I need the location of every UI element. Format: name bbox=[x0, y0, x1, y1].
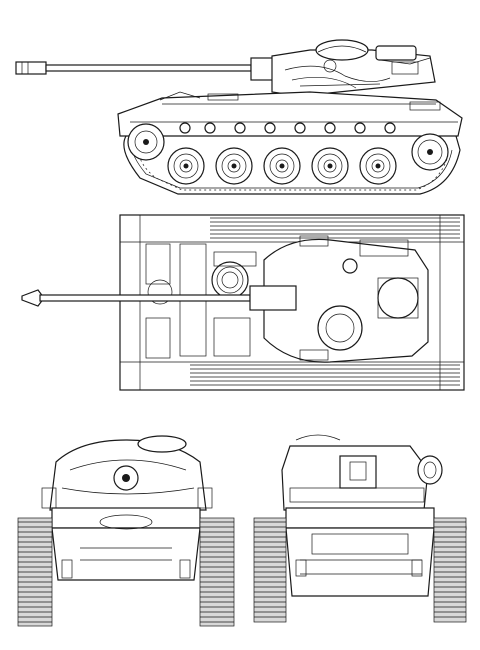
drive-sprocket bbox=[411, 133, 449, 171]
gun-barrel bbox=[15, 57, 278, 81]
turret-top bbox=[263, 235, 429, 363]
return-rollers bbox=[179, 122, 396, 134]
turret-front bbox=[41, 435, 213, 511]
road-wheel bbox=[311, 147, 349, 185]
top-view bbox=[21, 214, 465, 391]
gun-barrel-top bbox=[21, 285, 297, 311]
left-track-rear bbox=[253, 517, 287, 623]
road-wheel bbox=[263, 147, 301, 185]
right-track-rear bbox=[433, 517, 467, 623]
rear-view bbox=[253, 434, 467, 623]
hull-front bbox=[51, 507, 201, 581]
track-treads-rear bbox=[254, 521, 466, 618]
turret bbox=[271, 39, 436, 97]
track-slats-top bbox=[190, 217, 460, 386]
track-treads-front bbox=[18, 521, 234, 623]
front-view bbox=[17, 435, 235, 627]
hull bbox=[117, 91, 463, 137]
turret-rear bbox=[281, 434, 443, 511]
road-wheel bbox=[167, 147, 205, 185]
idler-wheel bbox=[127, 123, 165, 161]
engine-grille bbox=[211, 251, 257, 357]
road-wheels bbox=[167, 147, 397, 185]
road-wheel bbox=[215, 147, 253, 185]
side-view bbox=[15, 39, 463, 195]
road-wheel bbox=[359, 147, 397, 185]
